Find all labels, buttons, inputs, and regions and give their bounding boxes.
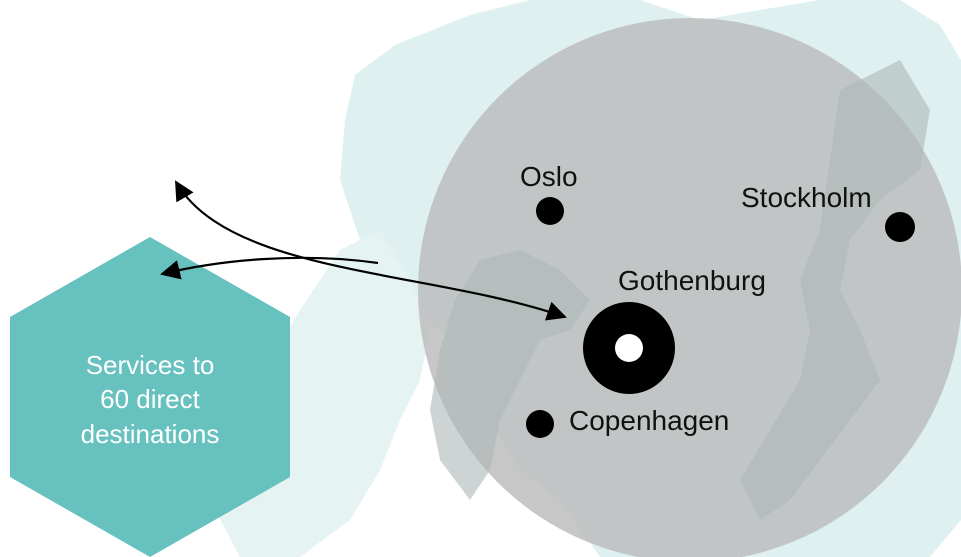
gothenburg-hub-marker[interactable]: [583, 302, 675, 394]
city-label-oslo: Oslo: [520, 161, 578, 192]
route-arrow-hexagon: [160, 256, 379, 280]
route-arrow-up: [175, 180, 567, 321]
copenhagen-marker[interactable]: [526, 410, 554, 438]
city-label-copenhagen: Copenhagen: [569, 405, 729, 436]
hexagon-text-line-3: destinations: [81, 419, 220, 449]
city-label-stockholm: Stockholm: [741, 182, 872, 213]
hexagon-text-line-1: Services to: [86, 350, 215, 380]
hexagon-text-line-2: 60 direct: [100, 384, 200, 414]
city-label-gothenburg: Gothenburg: [618, 265, 766, 296]
stockholm-marker[interactable]: [885, 212, 915, 242]
coastline-shape: [740, 60, 930, 520]
oslo-marker[interactable]: [536, 197, 564, 225]
